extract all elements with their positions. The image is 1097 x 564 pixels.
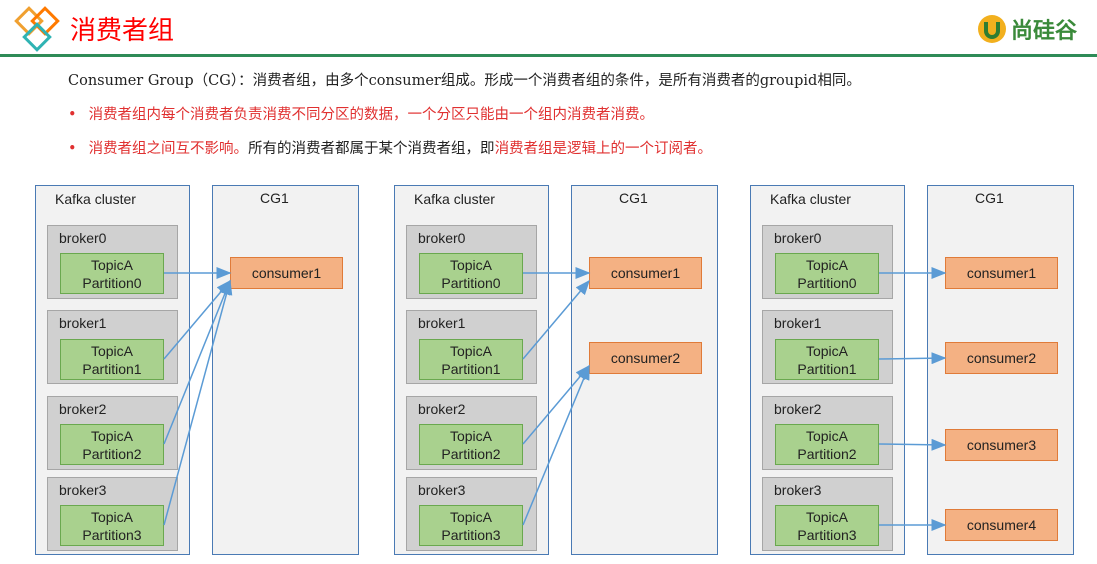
bullet-text: 消费者组内每个消费者负责消费不同分区的数据，一个分区只能由一个组内消费者消费。: [89, 107, 655, 123]
assignment-arrow: [878, 438, 947, 451]
cluster-title: Kafka cluster: [770, 191, 851, 207]
intro-text: Consumer Group（CG）：消费者组，由多个consumer组成。形成…: [68, 73, 861, 89]
topic-name: TopicA: [449, 427, 493, 444]
cluster-title: Kafka cluster: [55, 191, 136, 207]
logo-icon: [14, 6, 60, 52]
partition-name: Partition1: [797, 360, 857, 377]
assignment-arrow: [163, 279, 231, 445]
consumer-box: consumer1: [230, 257, 343, 289]
partition-name: Partition0: [82, 274, 142, 291]
partition-name: Partition3: [441, 526, 501, 543]
topic-name: TopicA: [449, 508, 493, 525]
partition-name: Partition3: [797, 526, 857, 543]
group-title: CG1: [975, 190, 1004, 206]
partition-name: Partition0: [441, 274, 501, 291]
bullet-text: 消费者组之间互不影响。所有的消费者都属于某个消费者组，即消费者组是逻辑上的一个订…: [89, 141, 713, 157]
topic-name: TopicA: [90, 342, 134, 359]
assignment-arrow: [522, 364, 590, 526]
assignment-arrow: [163, 279, 231, 360]
partition-name: Partition3: [82, 526, 142, 543]
topic-name: TopicA: [90, 256, 134, 273]
topic-name: TopicA: [90, 427, 134, 444]
broker-label: broker1: [418, 315, 466, 331]
broker-label: broker2: [774, 401, 822, 417]
topic-name: TopicA: [805, 427, 849, 444]
consumer-box: consumer2: [589, 342, 702, 374]
group-title: CG1: [619, 190, 648, 206]
topic-name: TopicA: [805, 342, 849, 359]
brand-u-icon: [977, 15, 1006, 43]
partition-name: Partition2: [82, 445, 142, 462]
consumer-group-panel: [212, 185, 359, 555]
topic-name: TopicA: [805, 508, 849, 525]
partition-name: Partition1: [441, 360, 501, 377]
topic-name: TopicA: [90, 508, 134, 525]
broker-label: broker3: [59, 482, 107, 498]
bullet-segment: 消费者组内每个消费者负责消费不同分区的数据，一个分区只能由一个组内消费者消费。: [88, 107, 655, 123]
bullet-2: • 消费者组之间互不影响。所有的消费者都属于某个消费者组，即消费者组是逻辑上的一个…: [68, 137, 712, 158]
bullet-segment: 消费者组是逻辑上的一个订阅者。: [494, 141, 713, 157]
broker-label: broker1: [59, 315, 107, 331]
broker-label: broker0: [59, 230, 107, 246]
assignment-arrow: [522, 364, 590, 445]
topic-name: TopicA: [449, 256, 493, 273]
consumer-box: consumer1: [945, 257, 1058, 289]
assignment-arrow: [878, 352, 947, 365]
partition-name: Partition2: [797, 445, 857, 462]
brand-name: 尚硅谷: [1010, 19, 1077, 44]
group-title: CG1: [260, 190, 289, 206]
broker-label: broker1: [774, 315, 822, 331]
partition-name: Partition0: [797, 274, 857, 291]
broker-label: broker3: [418, 482, 466, 498]
partition-name: Partition2: [441, 445, 501, 462]
broker-label: broker0: [418, 230, 466, 246]
topic-name: TopicA: [449, 342, 493, 359]
assignment-arrow: [522, 279, 590, 360]
broker-label: broker3: [774, 482, 822, 498]
consumer-box: consumer1: [589, 257, 702, 289]
bullet-1: • 消费者组内每个消费者负责消费不同分区的数据，一个分区只能由一个组内消费者消费。: [68, 103, 654, 124]
cluster-title: Kafka cluster: [414, 191, 495, 207]
bullet-dot: •: [68, 141, 77, 157]
assignment-arrow: [163, 279, 233, 526]
header-divider: [0, 54, 1097, 57]
partition-name: Partition1: [82, 360, 142, 377]
consumer-box: consumer4: [945, 509, 1058, 541]
bullet-segment: 消费者组之间互不影响。: [88, 141, 249, 157]
brand-logo: 尚硅谷: [977, 12, 1077, 46]
topic-name: TopicA: [805, 256, 849, 273]
broker-label: broker0: [774, 230, 822, 246]
broker-label: broker2: [418, 401, 466, 417]
consumer-box: consumer2: [945, 342, 1058, 374]
bullet-segment: 所有的消费者都属于某个消费者组，即: [248, 141, 495, 157]
broker-label: broker2: [59, 401, 107, 417]
page-title: 消费者组: [70, 16, 175, 46]
bullet-dot: •: [68, 107, 77, 123]
